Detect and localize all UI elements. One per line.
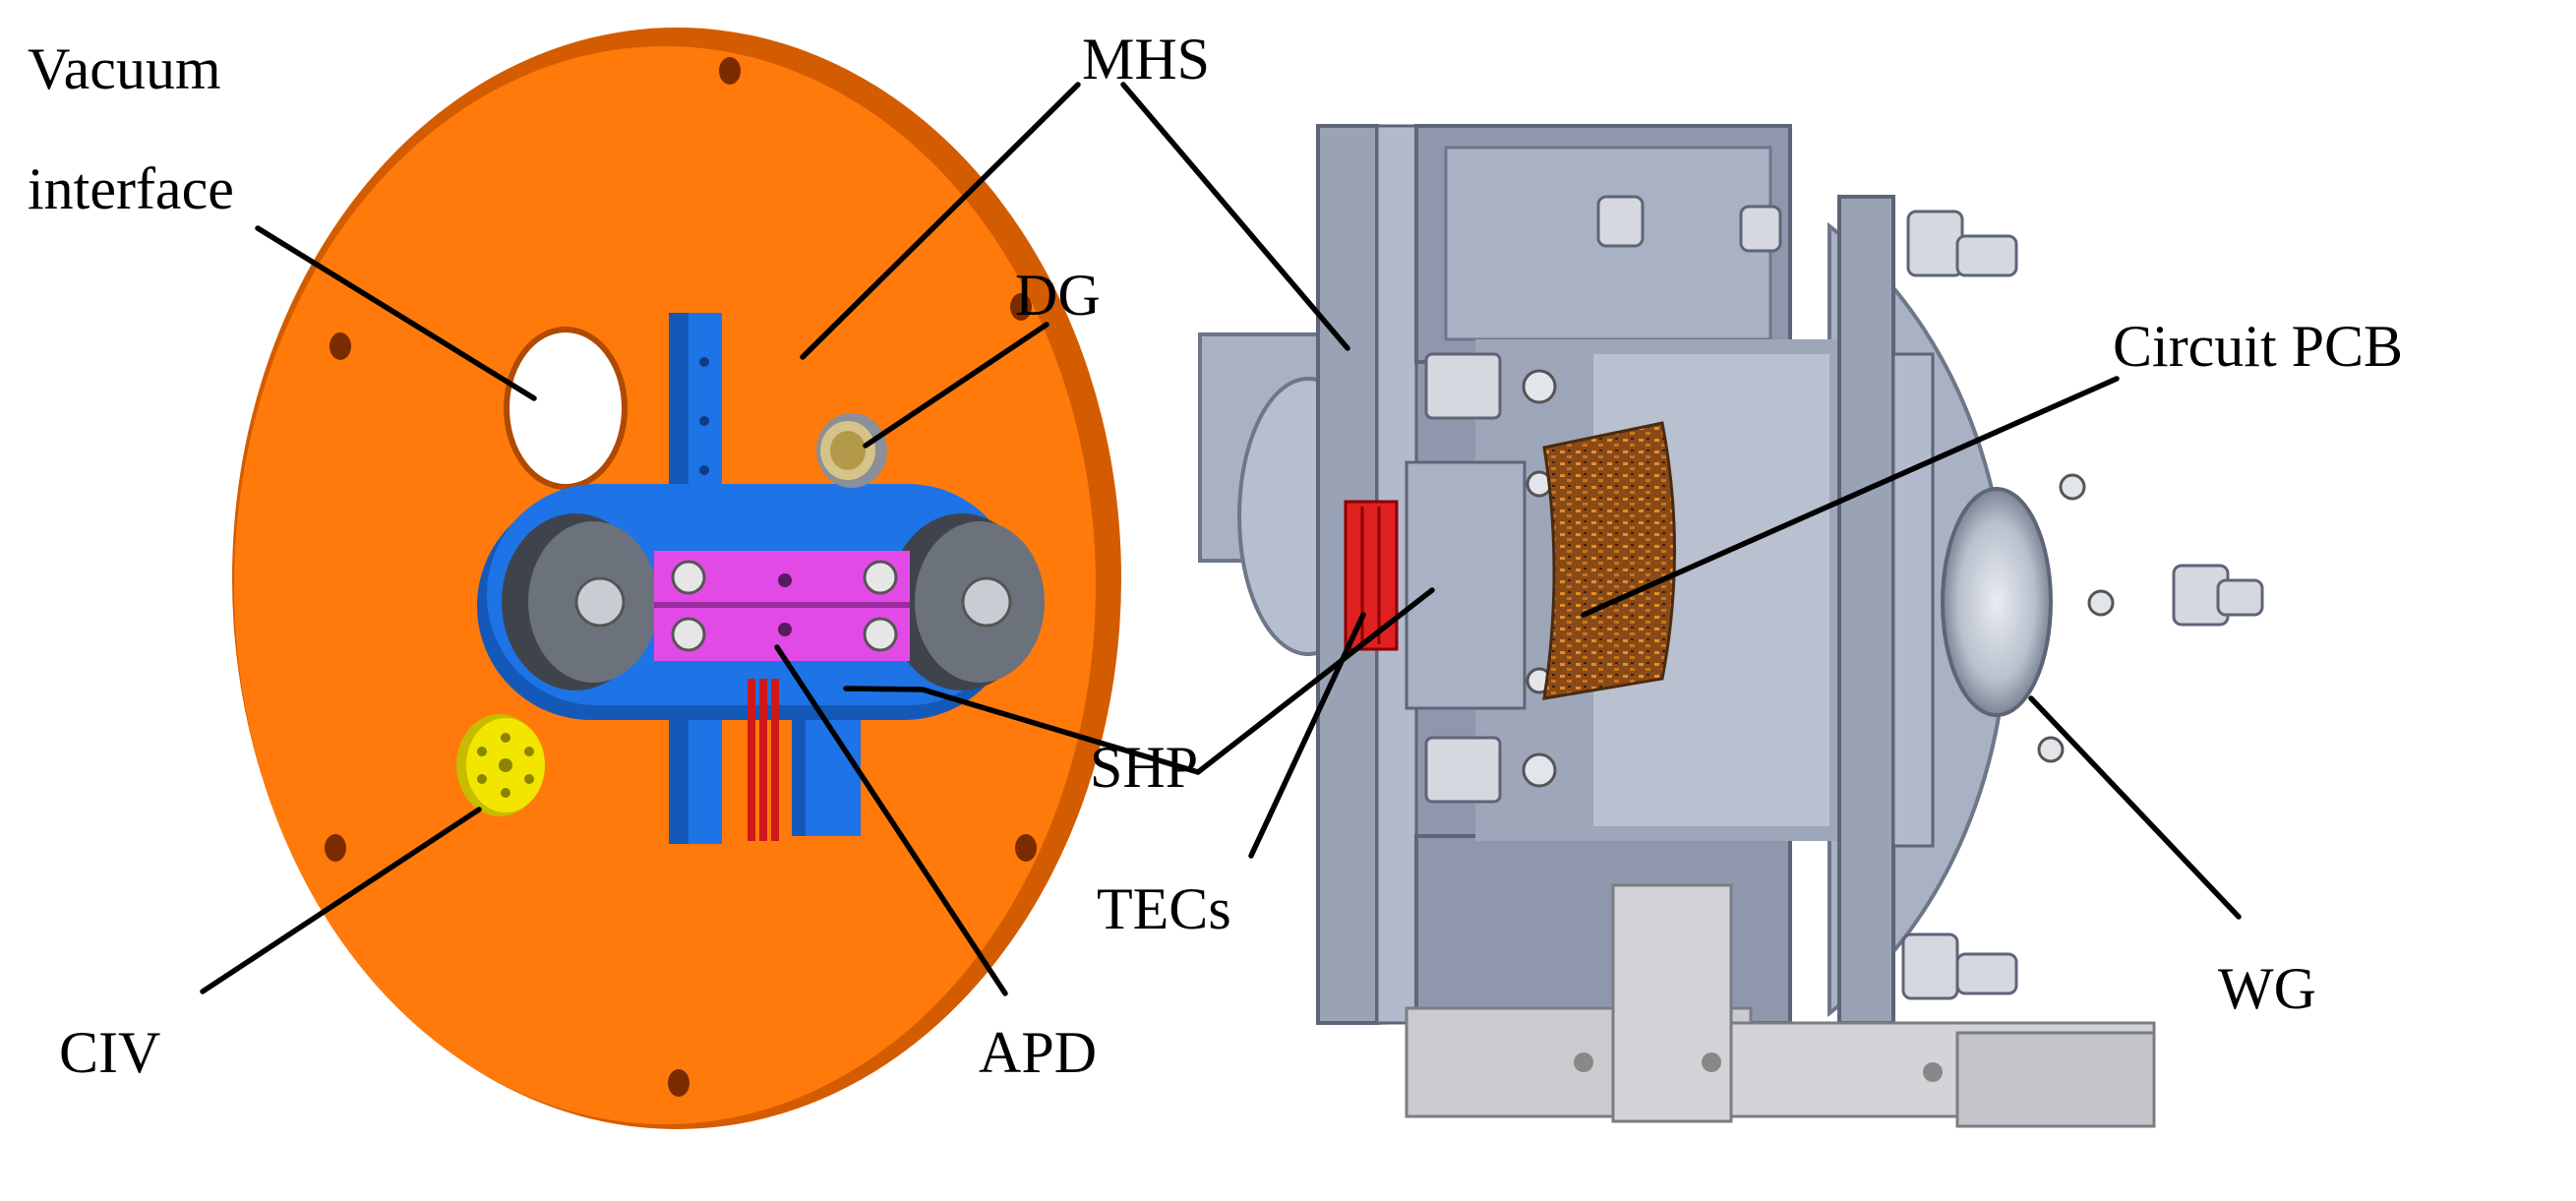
leader-shp	[843, 686, 1201, 775]
label-civ: CIV	[59, 1020, 160, 1085]
right-puck	[888, 513, 1045, 691]
labels: Vacuum interface MHS DG Circuit PCB SHP …	[28, 27, 2403, 1085]
vacuum-interface-hole	[504, 327, 628, 490]
label-shp: SHP	[1090, 735, 1198, 800]
leader-dg	[863, 322, 1049, 449]
housing-cross-section	[1198, 124, 2264, 1128]
label-tecs: TECs	[1097, 876, 1231, 941]
leader-circuit-pcb	[1581, 376, 2120, 618]
label-vacuum-line1: Vacuum	[28, 36, 221, 101]
leader-lines	[200, 82, 2242, 996]
leader-vacuum-interface	[255, 225, 537, 401]
left-puck	[502, 513, 658, 691]
screw-heads	[1522, 369, 2115, 788]
leader-mhs-left	[800, 82, 1081, 360]
leader-wg	[2028, 695, 2242, 920]
label-vacuum-line2: interface	[28, 156, 234, 221]
leader-tecs	[1248, 612, 1366, 859]
flange-assembly	[232, 28, 1121, 1129]
dg-connector	[816, 413, 887, 488]
support-bracket	[1405, 883, 2156, 1128]
magenta-clamp	[654, 551, 910, 661]
label-mhs: MHS	[1082, 27, 1210, 91]
window-ring	[1941, 487, 2053, 717]
leader-shp-inner	[1195, 587, 1435, 775]
leader-apd	[774, 644, 1008, 996]
civ-connector	[456, 714, 545, 816]
circuit-pcb	[1542, 421, 1676, 700]
tec-leads-left	[748, 679, 779, 841]
label-circuit-pcb: Circuit PCB	[2113, 314, 2403, 379]
label-dg: DG	[1015, 263, 1101, 328]
housing-bolts	[1424, 195, 2264, 1000]
leader-mhs-right	[1120, 82, 1350, 351]
label-wg: WG	[2218, 956, 2316, 1021]
inner-mount	[1405, 460, 1527, 710]
flange-bolt-holes	[325, 57, 1037, 1097]
leader-civ	[200, 807, 482, 994]
label-apd: APD	[979, 1020, 1097, 1085]
